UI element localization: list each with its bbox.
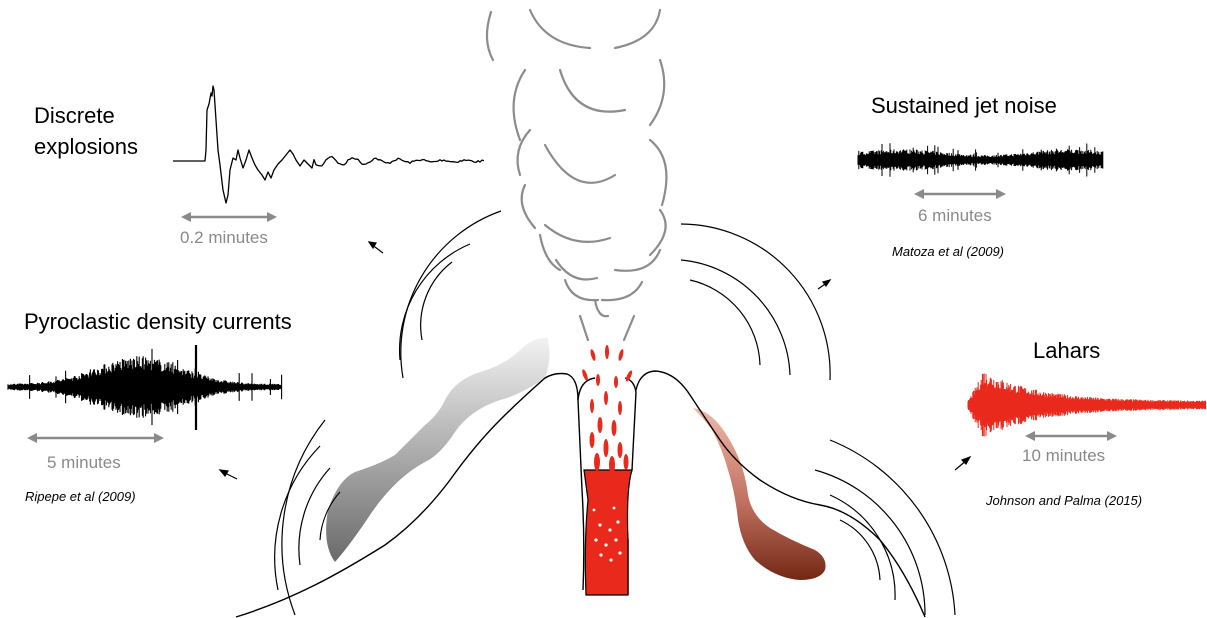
- scale-arrow-discrete: [181, 212, 277, 222]
- scale-arrow-jet: [914, 189, 1006, 199]
- scale-arrow-pdc: [27, 433, 164, 443]
- waveform-trace: [968, 374, 1206, 437]
- jet-scale-label: 6 minutes: [918, 206, 992, 226]
- jet-citation: Matoza et al (2009): [892, 244, 1004, 259]
- waveform-trace: [858, 143, 1103, 176]
- waveform-trace: [173, 86, 484, 203]
- ash-plume-icon: [487, 10, 666, 340]
- wavefront-upper-right: [681, 224, 830, 380]
- scale-arrow-lahars: [1025, 431, 1117, 441]
- lahar-flow-icon: [693, 408, 826, 580]
- pdc-title: Pyroclastic density currents: [24, 309, 292, 335]
- waveform-trace: [8, 349, 282, 425]
- lahars-citation: Johnson and Palma (2015): [986, 493, 1142, 508]
- jet-noise-waveform: [858, 143, 1103, 176]
- wavefront-upper-left: [369, 211, 501, 378]
- pdc-flow-icon: [326, 338, 549, 562]
- discrete-explosion-waveform: [173, 86, 484, 203]
- wavefront-lower-left: [220, 420, 340, 615]
- lahar-waveform: [968, 374, 1206, 437]
- jet-title: Sustained jet noise: [871, 93, 1057, 119]
- discrete-title-line1: Discrete: [34, 103, 115, 129]
- pdc-waveform: [8, 345, 282, 430]
- discrete-scale-label: 0.2 minutes: [180, 228, 268, 248]
- magma-droplets: [581, 345, 633, 474]
- pdc-scale-label: 5 minutes: [47, 453, 121, 473]
- wavefront-lower-right: [815, 440, 970, 615]
- lahars-title: Lahars: [1033, 338, 1100, 364]
- lahars-scale-label: 10 minutes: [1022, 446, 1105, 466]
- magma-conduit-icon: [584, 470, 632, 595]
- discrete-title-line2: explosions: [34, 134, 138, 160]
- pdc-citation: Ripepe et al (2009): [25, 489, 136, 504]
